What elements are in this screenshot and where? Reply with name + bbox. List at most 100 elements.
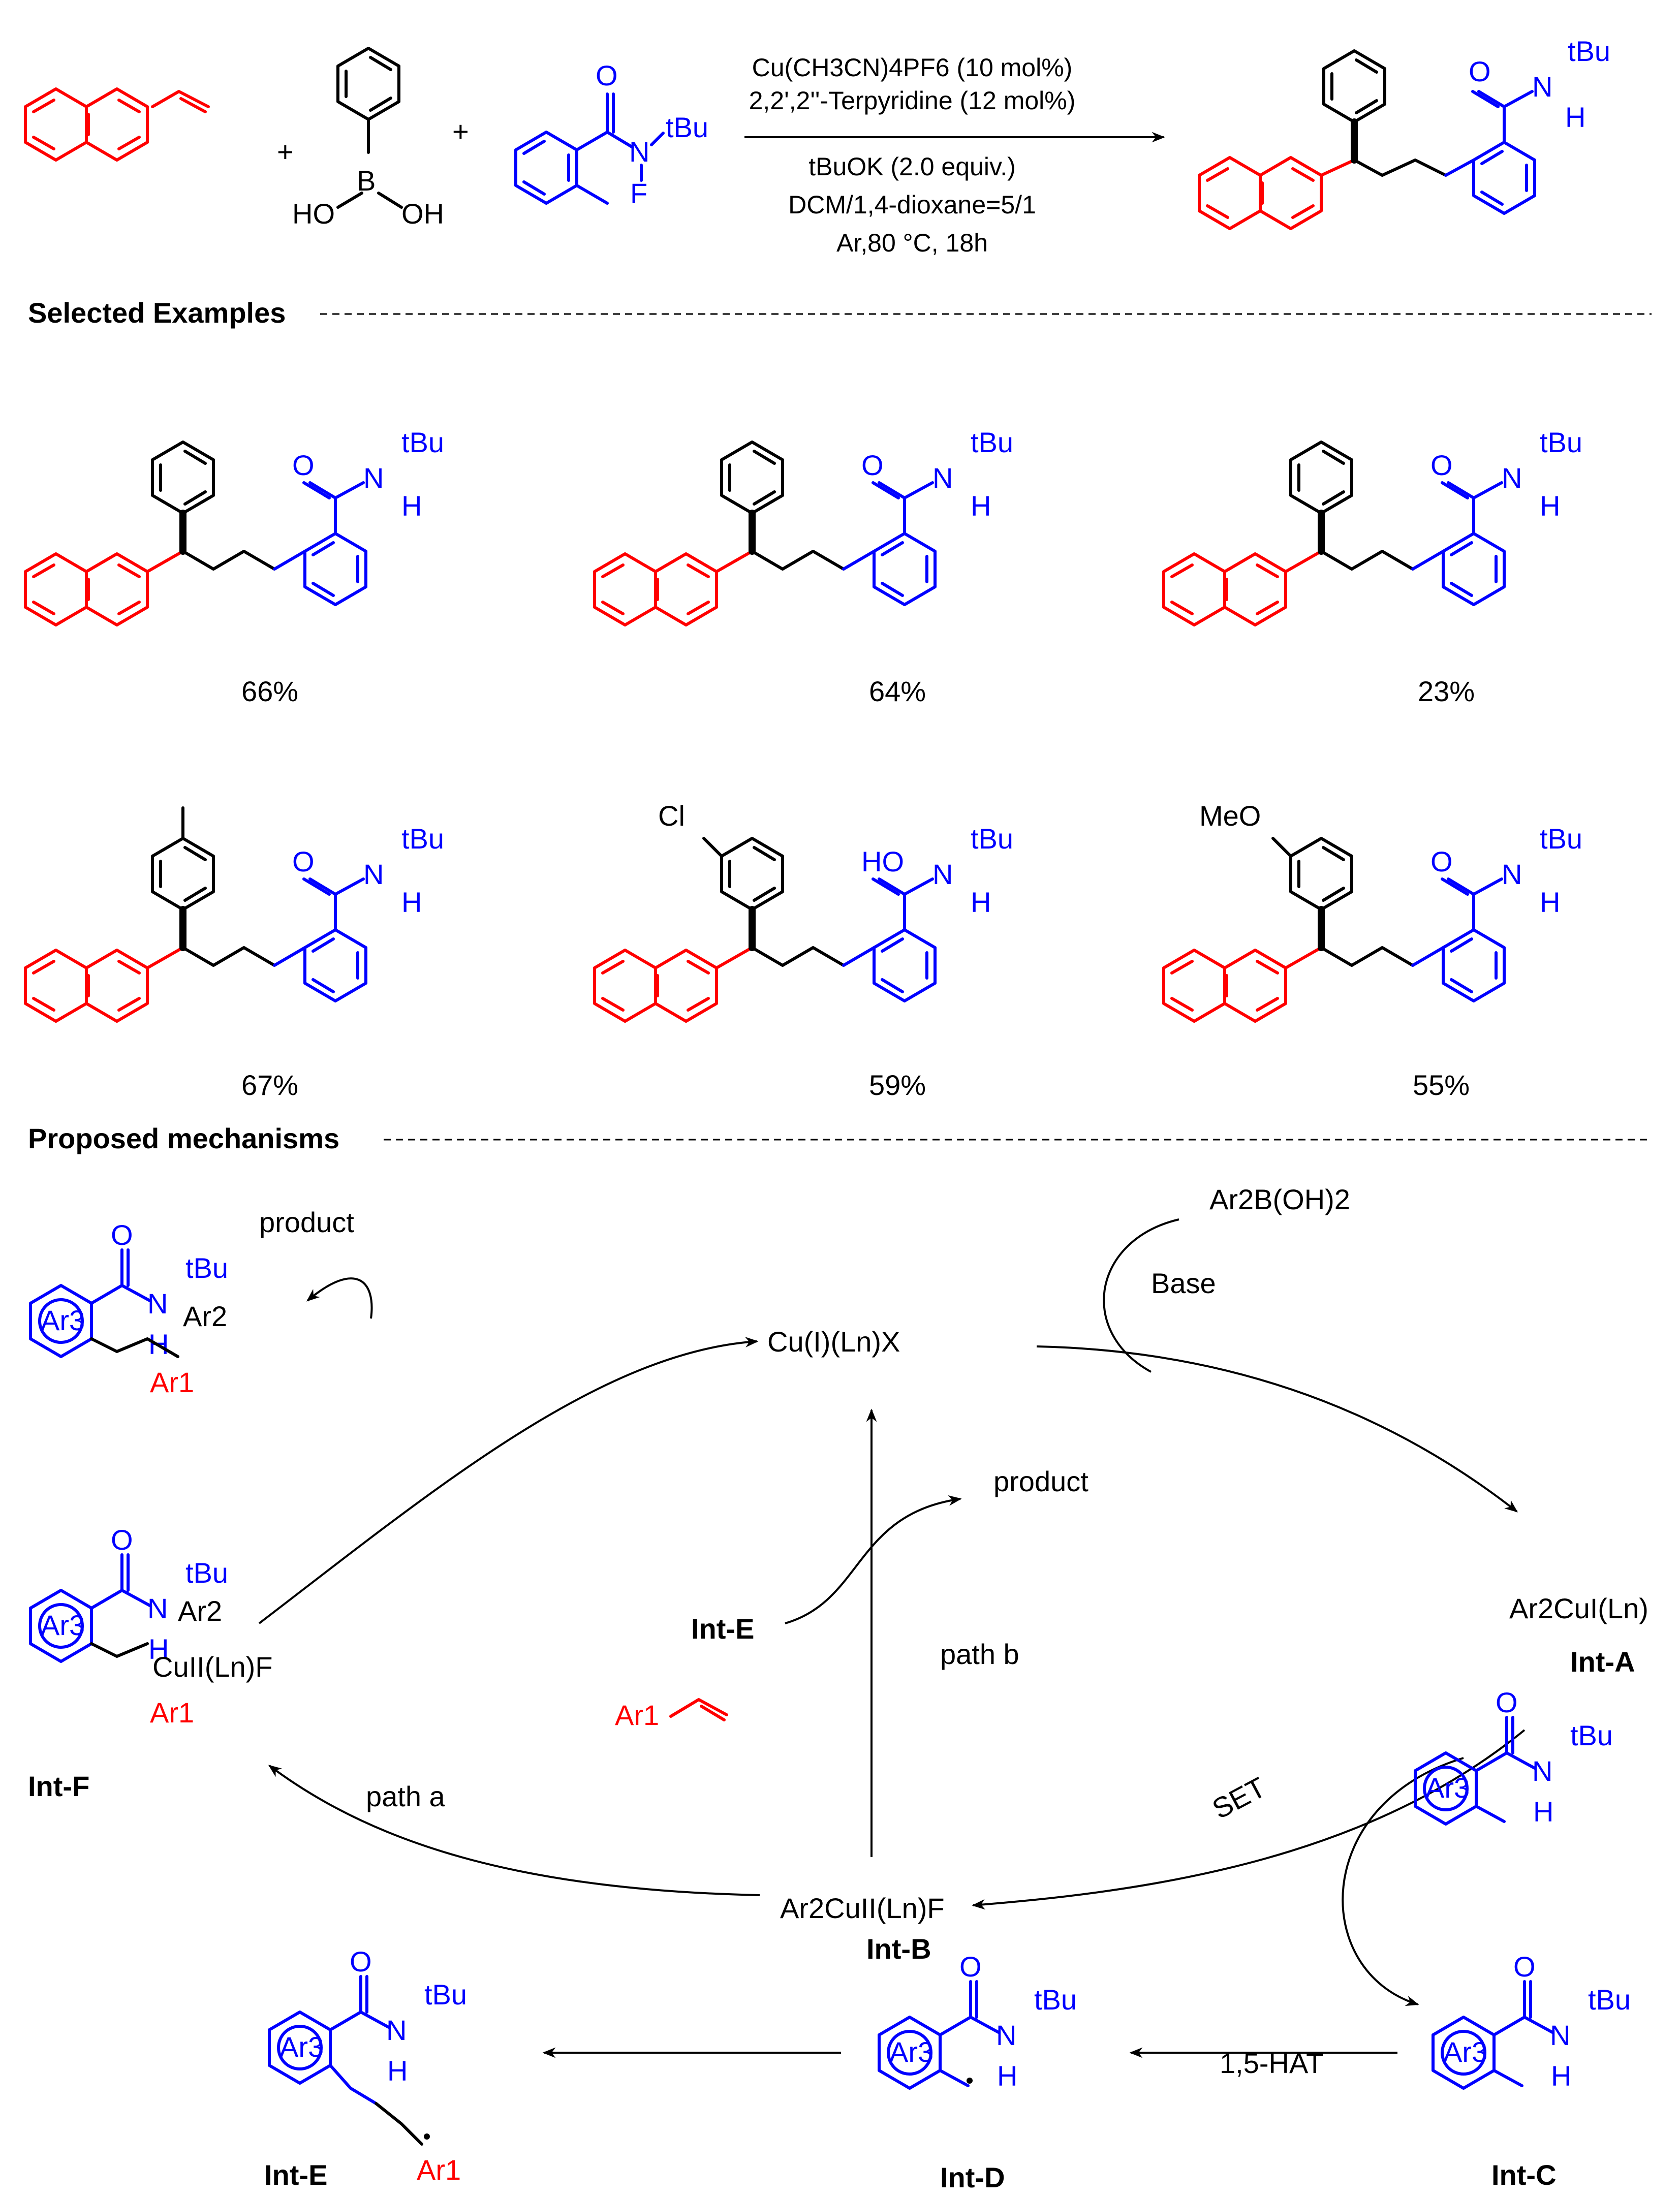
example-1-tbu-label: tBu [401, 426, 444, 458]
amide-f-label: F [630, 177, 647, 209]
int-f-o-label: O [111, 1524, 133, 1556]
int-f-ar1: Ar1 [150, 1697, 194, 1729]
int-d-n-label: N [996, 2019, 1016, 2051]
int-f-h-label: H [148, 1633, 169, 1665]
int-d-o-label: O [959, 1951, 982, 1983]
example-3-tbu-label: tBu [1540, 426, 1582, 458]
top-product: O N tBu H [1199, 35, 1610, 229]
int-e-label: Int-E [264, 2159, 327, 2191]
example-1-n-label: N [363, 462, 384, 494]
example-1-h-label: H [401, 490, 422, 522]
mechanism-structures: Ar3ONtBuHAr2Ar1Ar3ONtBuHCuII(Ln)FAr2Ar1A… [30, 1219, 1631, 2186]
int-e-tbu-label: tBu [424, 1979, 467, 2011]
alkene-ar1-label: Ar1 [615, 1699, 659, 1731]
amide-o-label: O [596, 59, 618, 91]
int-d-h-label: H [997, 2060, 1017, 2092]
int-f-n-label: N [147, 1592, 168, 1624]
int-e-n-label: N [386, 2014, 407, 2046]
reactant-n-fluoroamide: O N tBu F [516, 59, 708, 209]
example-6-yield: 55% [1413, 1069, 1470, 1101]
example-3-o-label: O [1430, 449, 1453, 481]
example-6-h-label: H [1540, 886, 1560, 918]
mech-product-o-label: O [111, 1219, 133, 1251]
int-c-label: Int-C [1491, 2159, 1557, 2191]
int-f-tbu-label: tBu [185, 1557, 228, 1589]
condition-ligand: 2,2',2''-Terpyridine (12 mol%) [749, 86, 1076, 115]
example-4-n-label: N [363, 858, 384, 890]
int-e-ar1: Ar1 [417, 2154, 461, 2186]
int-b-species: Ar2CuII(Ln)F [780, 1892, 945, 1924]
condition-atmosphere-temp-time: Ar,80 °C, 18h [836, 229, 988, 257]
reactant-phenylboronic-acid: HO B OH [292, 48, 444, 230]
cycle-arrows [258, 1218, 1526, 2058]
amide-n-label: N [629, 136, 649, 168]
path-a-label: path a [366, 1780, 446, 1812]
mech-product-ar3-label: Ar3 [41, 1304, 85, 1336]
mech-product-ar1: Ar1 [150, 1366, 194, 1398]
example-3-n-label: N [1502, 462, 1522, 494]
example-2-o-label: O [861, 449, 884, 481]
path-b-label: path b [940, 1638, 1019, 1670]
boronic-acid-label: Ar2B(OH)2 [1209, 1183, 1350, 1215]
product-mid-label: product [993, 1465, 1088, 1497]
example-1-o-label: O [292, 449, 315, 481]
reaction-conditions: Cu(CH3CN)4PF6 (10 mol%) 2,2',2''-Terpyri… [744, 53, 1165, 257]
reactant-vinylnaphthalene [25, 89, 210, 160]
int-e-o-label: O [350, 1945, 372, 1977]
int-c-o-label: O [1513, 1951, 1536, 1983]
example-4-o-label: O [292, 845, 315, 877]
int-d-tbu-label: tBu [1034, 1984, 1077, 2016]
set-amide-ar3-label: Ar3 [1425, 1772, 1470, 1804]
example-5-tbu-label: tBu [971, 823, 1013, 855]
boronic-oh-label: OH [401, 198, 444, 230]
example-5-substituent: Cl [658, 800, 685, 832]
mech-product-tbu-label: tBu [185, 1252, 228, 1284]
plus-sign-2: + [452, 115, 469, 147]
int-f-cu: CuII(Ln)F [152, 1651, 273, 1683]
set-amide-tbu-label: tBu [1570, 1719, 1613, 1751]
condition-base: tBuOK (2.0 equiv.) [808, 152, 1016, 181]
int-e-ar3-label: Ar3 [279, 2031, 324, 2063]
example-2-yield: 64% [869, 675, 926, 707]
int-d-ar3-label: Ar3 [889, 2036, 934, 2068]
int-f-ar3-label: Ar3 [41, 1609, 85, 1641]
mech-product-n-label: N [147, 1288, 168, 1320]
boronic-ho-label: HO [292, 198, 335, 230]
example-5-n-label: N [932, 858, 953, 890]
example-4-yield: 67% [241, 1069, 298, 1101]
set-amide-n-label: N [1532, 1755, 1552, 1787]
example-1-yield: 66% [241, 675, 298, 707]
example-4-tbu-label: tBu [401, 823, 444, 855]
example-6-substituent: MeO [1199, 800, 1261, 832]
int-f-label: Int-F [28, 1770, 89, 1802]
set-label: SET [1207, 1771, 1271, 1825]
int-c-h-label: H [1551, 2060, 1571, 2092]
int-c-n-label: N [1550, 2019, 1570, 2051]
example-2-n-label: N [932, 462, 953, 494]
condition-catalyst: Cu(CH3CN)4PF6 (10 mol%) [752, 53, 1073, 82]
int-d-label: Int-D [940, 2161, 1005, 2193]
product-top-label: product [259, 1206, 354, 1238]
example-2-h-label: H [971, 490, 991, 522]
set-amide-o-label: O [1496, 1686, 1518, 1718]
set-amide-h-label: H [1533, 1796, 1553, 1828]
example-5-h-label: H [971, 886, 991, 918]
top-product-o-label: O [1469, 55, 1491, 87]
int-a-label: Int-A [1570, 1646, 1635, 1678]
example-3-h-label: H [1540, 490, 1560, 522]
example-6-o-label: O [1430, 845, 1453, 877]
alkene-vinyl [669, 1698, 728, 1721]
example-6-tbu-label: tBu [1540, 823, 1582, 855]
condition-solvent: DCM/1,4-dioxane=5/1 [788, 191, 1036, 219]
top-product-tbu-label: tBu [1568, 35, 1610, 67]
example-5-o-label: HO [861, 845, 904, 877]
